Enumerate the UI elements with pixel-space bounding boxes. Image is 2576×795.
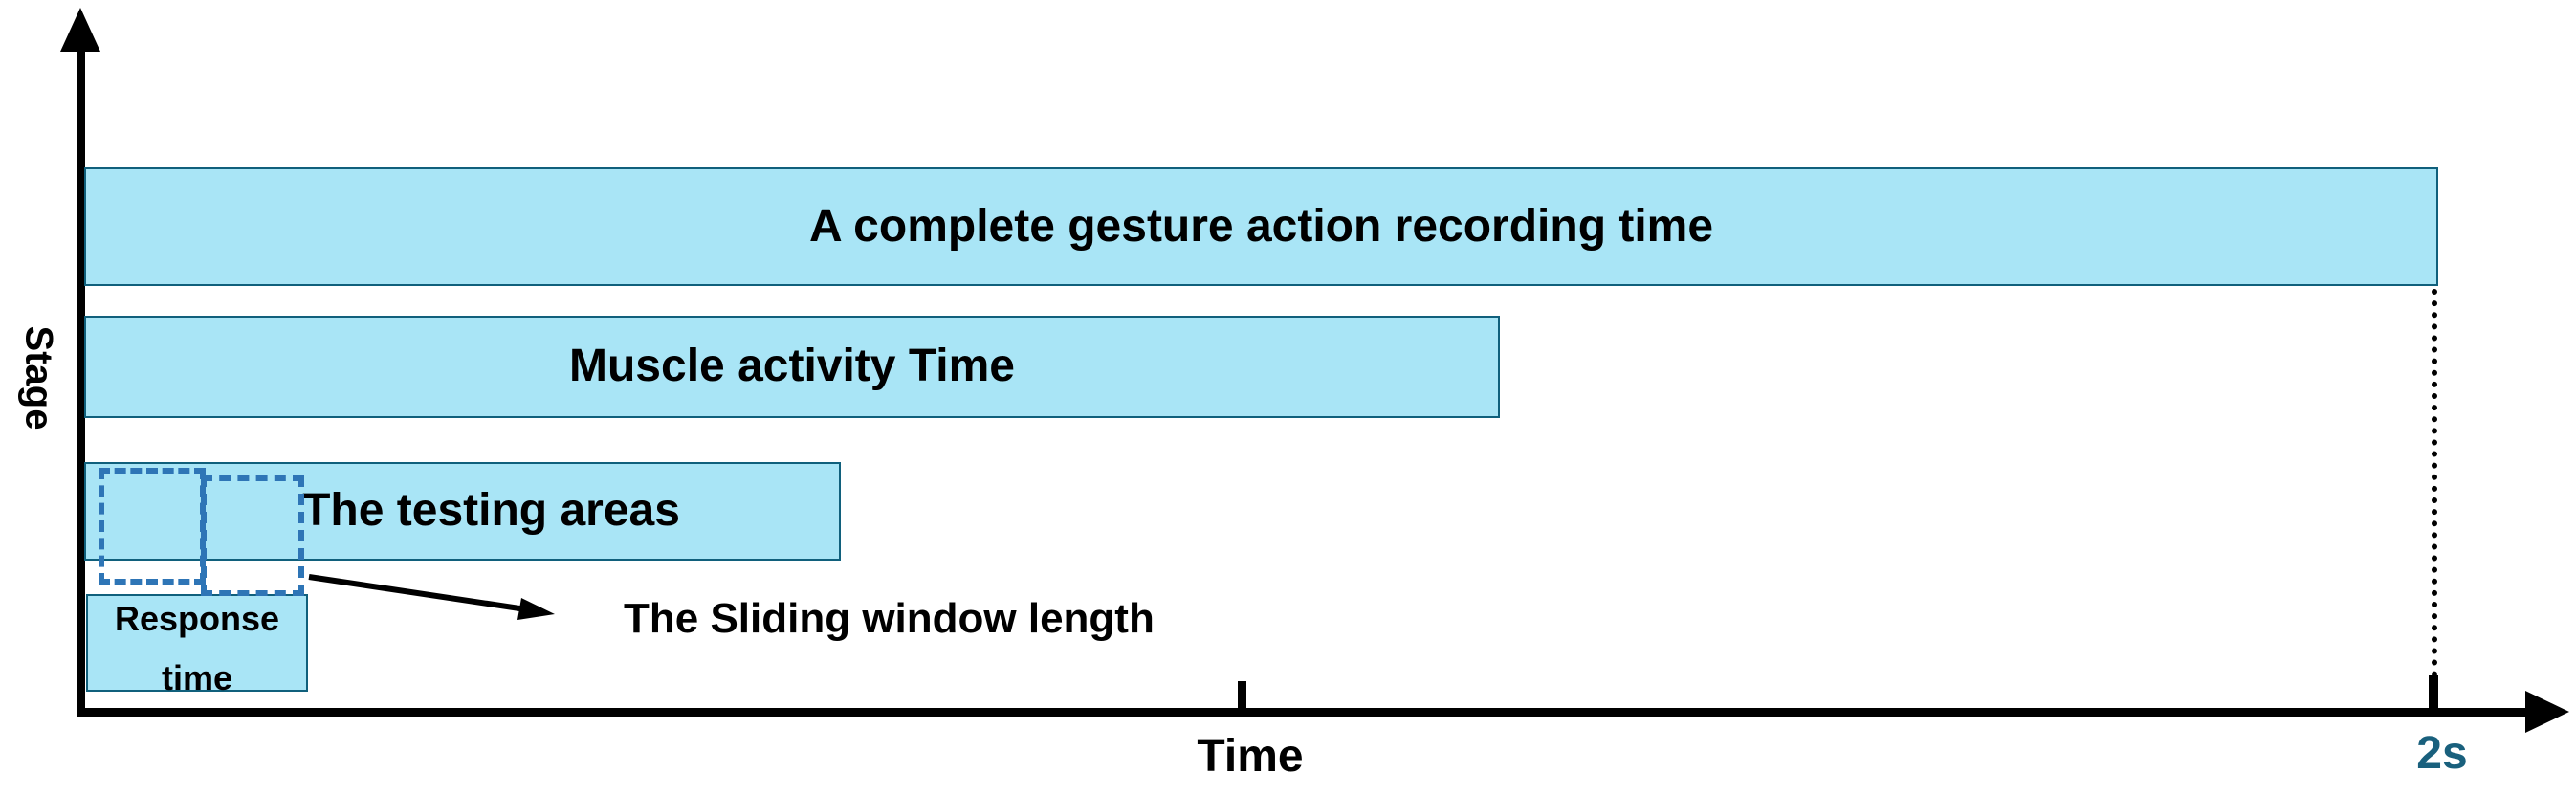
bar-label-line2: time xyxy=(161,658,233,697)
x-axis-tick-2s xyxy=(2429,675,2438,712)
y-axis-label: Stage xyxy=(17,325,60,431)
y-axis-line xyxy=(77,25,85,714)
bar-muscle-activity: Muscle activity Time xyxy=(84,316,1500,418)
x-axis-line xyxy=(77,708,2527,717)
annotation-arrow-icon xyxy=(308,574,555,620)
y-axis-arrowhead-icon xyxy=(60,8,100,52)
bar-complete-gesture-recording: A complete gesture action recording time xyxy=(84,167,2438,286)
tick-label-2s: 2s xyxy=(2416,728,2468,779)
x-axis-arrowhead-icon xyxy=(2525,691,2569,733)
bar-label: The testing areas xyxy=(302,485,680,537)
sliding-window-box-2 xyxy=(201,475,304,596)
bar-label: A complete gesture action recording time xyxy=(808,200,1714,252)
bar-label: Muscle activity Time xyxy=(569,341,1015,392)
bar-response-time: Response time xyxy=(86,594,308,697)
sliding-window-box-1 xyxy=(99,468,206,585)
x-axis-label: Time xyxy=(1197,731,1304,782)
x-axis-tick-1s xyxy=(1238,681,1246,712)
sliding-window-length-label: The Sliding window length xyxy=(624,595,1155,642)
bar-label-line1: Response xyxy=(114,599,280,638)
dotted-guideline-2s xyxy=(2432,289,2437,677)
